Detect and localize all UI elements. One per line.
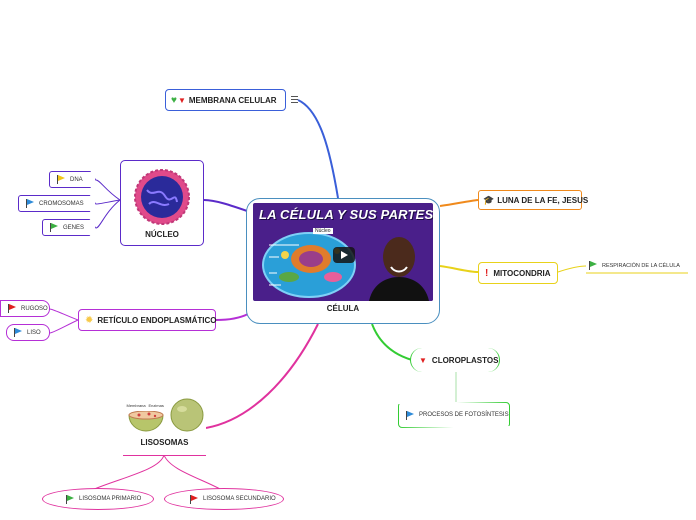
red-triangle-icon: ▼ bbox=[419, 355, 427, 365]
cell-diagram bbox=[262, 232, 356, 298]
cloroplastos-node[interactable]: ▼ CLOROPLASTOS bbox=[410, 348, 500, 372]
central-node[interactable]: LA CÉLULA Y SUS PARTES Núcleo CÉLULA bbox=[246, 198, 440, 324]
dna-node[interactable]: DNA bbox=[49, 171, 96, 188]
lisosoma-secundario-label: LISOSOMA SECUNDARIO bbox=[203, 496, 276, 502]
blue-flag-icon bbox=[25, 199, 34, 208]
lisosoma-secundario-node[interactable]: LISOSOMA SECUNDARIO bbox=[164, 488, 284, 510]
central-label: CÉLULA bbox=[326, 304, 360, 313]
nucleo-label: NÚCLEO bbox=[145, 229, 179, 239]
green-flag-icon bbox=[65, 494, 74, 504]
blue-flag-icon bbox=[405, 410, 414, 420]
reticulo-label: RETÍCULO ENDOPLASMÁTICO bbox=[97, 315, 217, 325]
genes-node[interactable]: GENES bbox=[42, 219, 96, 236]
luna-label: LUNA DE LA FE, JESUS bbox=[497, 195, 589, 205]
lisosoma-primario-label: LISOSOMA PRIMARIO bbox=[79, 496, 142, 502]
mitocondria-node[interactable]: ! MITOCONDRIA bbox=[478, 262, 558, 284]
membrana-image-label: Membrana bbox=[126, 403, 146, 408]
graduate-icon: 🎓 bbox=[483, 194, 495, 205]
liso-label: LISO bbox=[27, 329, 41, 336]
red-flag-icon bbox=[189, 494, 198, 504]
fotosintesis-label: PROCESOS DE FOTOSÍNTESIS bbox=[419, 412, 509, 418]
lysosome-sphere-image bbox=[170, 398, 203, 432]
notes-icon[interactable] bbox=[291, 96, 298, 103]
green-flag-icon bbox=[49, 223, 58, 232]
blue-flag-icon bbox=[13, 328, 22, 337]
thumbnail-tag: Núcleo bbox=[313, 228, 333, 234]
cromosomas-node[interactable]: CROMOSOMAS bbox=[18, 195, 96, 212]
green-flag-icon bbox=[588, 261, 597, 270]
nucleus-image bbox=[134, 168, 190, 225]
sun-icon: ✹ bbox=[85, 314, 94, 326]
genes-label: GENES bbox=[63, 224, 85, 231]
video-thumbnail[interactable]: LA CÉLULA Y SUS PARTES Núcleo bbox=[253, 203, 433, 301]
red-flag-icon bbox=[7, 304, 16, 313]
lisosomas-label: LISOSOMAS bbox=[140, 438, 189, 447]
presenter-image bbox=[365, 227, 433, 301]
mitocondria-label: MITOCONDRIA bbox=[493, 268, 551, 278]
yellow-flag-icon bbox=[56, 175, 65, 184]
fotosintesis-node[interactable]: PROCESOS DE FOTOSÍNTESIS bbox=[398, 402, 510, 428]
play-button[interactable] bbox=[333, 247, 355, 263]
respiracion-label: RESPIRACIÓN DE LA CÉLULA bbox=[602, 262, 680, 269]
liso-node[interactable]: LISO bbox=[6, 324, 50, 341]
reticulo-node[interactable]: ✹ RETÍCULO ENDOPLASMÁTICO bbox=[78, 309, 217, 331]
membrana-label: MEMBRANA CELULAR bbox=[188, 95, 277, 105]
cromosomas-label: CROMOSOMAS bbox=[39, 200, 84, 207]
red-triangle-icon: ▼ bbox=[177, 95, 186, 105]
dna-label: DNA bbox=[70, 176, 83, 183]
membrana-celular-node[interactable]: ♥ ▼ MEMBRANA CELULAR bbox=[165, 89, 286, 111]
lisosoma-primario-node[interactable]: LISOSOMA PRIMARIO bbox=[42, 488, 154, 510]
green-heart-icon: ♥ bbox=[171, 94, 177, 106]
thumbnail-title: LA CÉLULA Y SUS PARTES bbox=[259, 207, 433, 222]
respiracion-node[interactable]: RESPIRACIÓN DE LA CÉLULA bbox=[588, 259, 688, 272]
nucleo-node[interactable]: NÚCLEO bbox=[120, 160, 204, 246]
enzimas-image-label: Enzimas bbox=[148, 403, 164, 408]
exclamation-icon: ! bbox=[485, 267, 489, 279]
rugoso-label: RUGOSO bbox=[21, 305, 48, 312]
lisosomas-node[interactable]: Membrana Enzimas LISOSOMAS bbox=[123, 397, 206, 455]
luna-node[interactable]: 🎓 LUNA DE LA FE, JESUS bbox=[478, 190, 588, 210]
rugoso-node[interactable]: RUGOSO bbox=[0, 300, 50, 317]
lysosome-half-image bbox=[127, 411, 164, 432]
lisosomas-underline bbox=[123, 455, 206, 456]
cloroplastos-label: CLOROPLASTOS bbox=[431, 355, 499, 365]
